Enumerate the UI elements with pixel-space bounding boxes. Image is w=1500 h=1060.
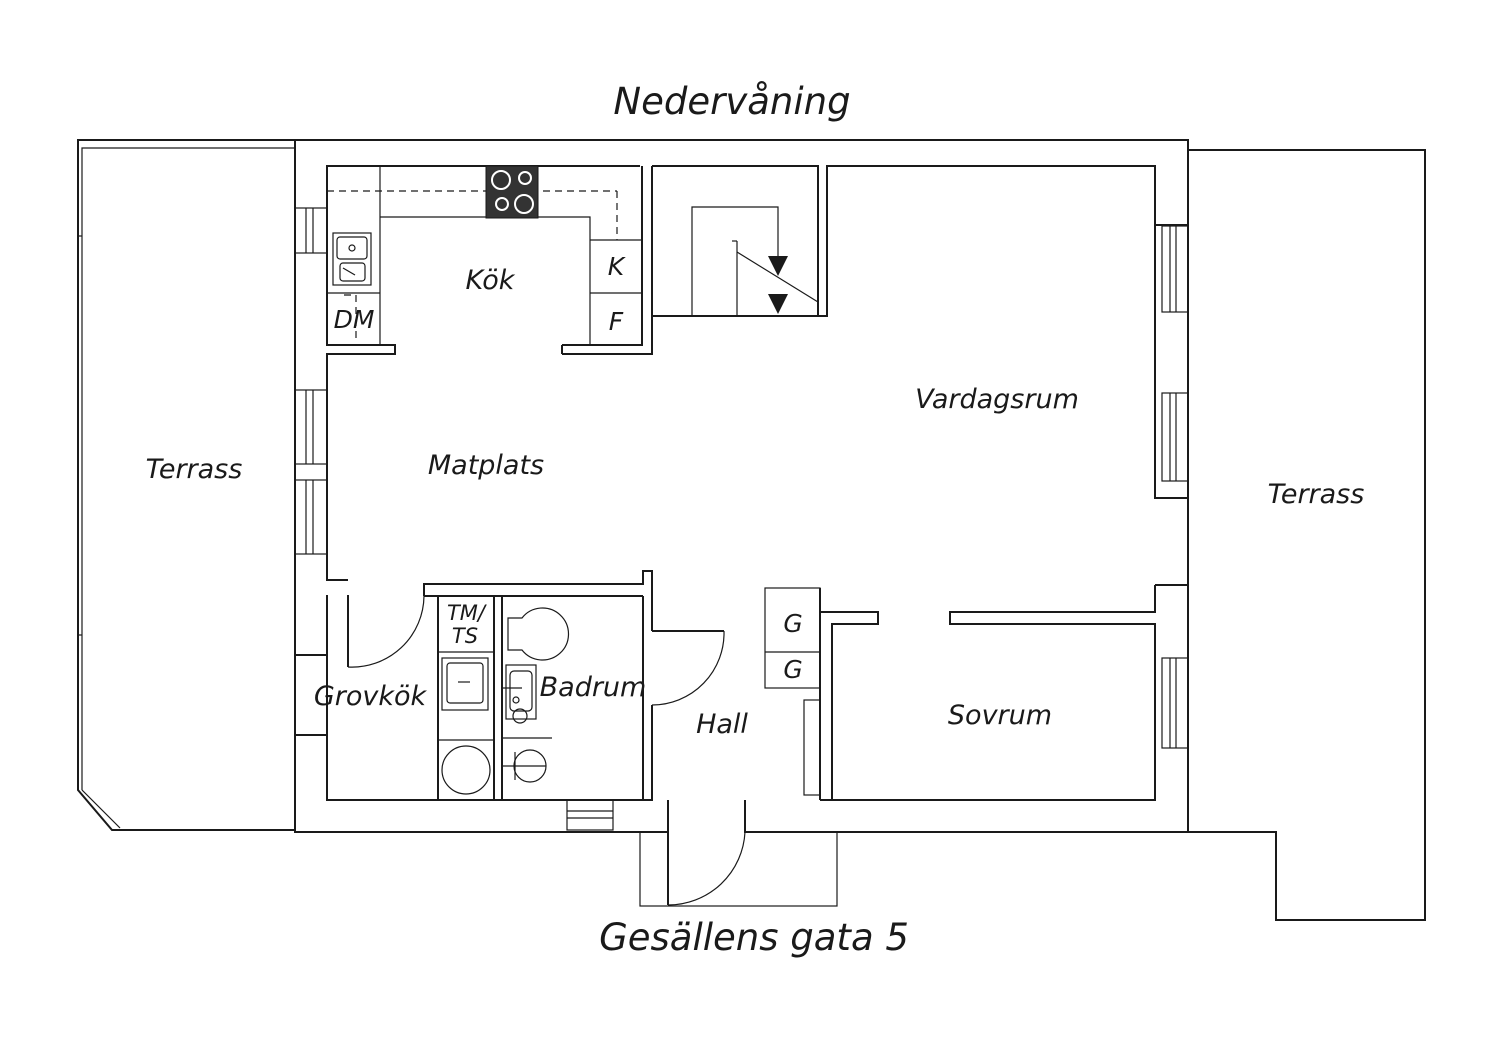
room-label-living: Vardagsrum: [915, 384, 1079, 415]
bathroom-door[interactable]: [651, 630, 725, 706]
room-label-utility: Grovkök: [314, 681, 428, 712]
shower-icon: [502, 708, 552, 783]
washer-dryer-label-line1: TM/: [447, 601, 487, 625]
stove-icon: [485, 165, 539, 219]
fridge-label: K: [608, 252, 627, 281]
kitchen-sink-icon: [332, 232, 372, 286]
bathroom-sink-icon: [502, 664, 537, 720]
window-left-3: [294, 479, 328, 555]
utility-door[interactable]: [347, 595, 425, 668]
living-room-walls: [831, 166, 1188, 801]
window-left-2: [294, 389, 328, 465]
window-left-1: [294, 207, 328, 254]
address-label: Gesällens gata 5: [599, 916, 909, 959]
room-label-kitchen: Kök: [466, 265, 516, 296]
room-label-terrace-right: Terrass: [1268, 479, 1365, 510]
freezer-label: F: [609, 307, 624, 336]
entrance-door[interactable]: [639, 800, 838, 907]
staircase: [652, 165, 1188, 317]
wardrobe-label-1: G: [783, 609, 802, 638]
wardrobe-label-2: G: [783, 655, 802, 684]
utility-sink-icon: [441, 657, 489, 711]
window-right-1: [1161, 225, 1189, 313]
dishwasher-label: DM: [334, 305, 375, 334]
washer-dryer-label-line2: TS: [452, 624, 478, 648]
terrace-left: [77, 139, 295, 831]
washing-machine-icon: [441, 745, 491, 795]
plan-title: Nedervåning: [613, 80, 850, 123]
toilet-icon: [507, 607, 570, 661]
room-label-dining: Matplats: [428, 450, 544, 481]
kitchen: [327, 165, 653, 355]
room-label-bedroom: Sovrum: [948, 700, 1052, 731]
room-label-bathroom: Badrum: [540, 672, 647, 703]
hall: [764, 587, 832, 801]
window-right-2: [1161, 392, 1189, 482]
window-right-3: [1161, 657, 1189, 749]
room-label-hall: Hall: [696, 709, 748, 740]
room-label-terrace-left: Terrass: [146, 454, 243, 485]
window-bottom: [566, 799, 614, 831]
terrace-right: [1188, 149, 1426, 921]
